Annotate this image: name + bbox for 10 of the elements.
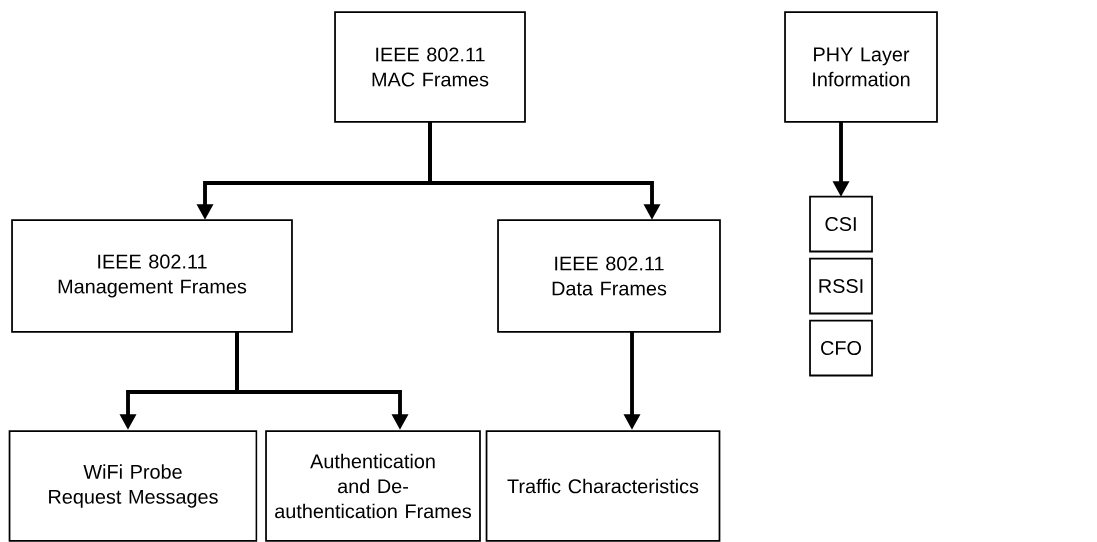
process-box: Authentication and De-authentication Frames [265, 430, 481, 542]
process-box: WiFi Probe Request Messages [8, 430, 258, 542]
process-box: RSSI [809, 257, 873, 315]
process-box: IEEE 802.11 Data Frames [497, 219, 721, 333]
process-box: CFO [809, 319, 873, 377]
process-box: IEEE 802.11 MAC Frames [334, 11, 526, 123]
process-box: PHY Layer Information [784, 11, 938, 123]
process-box: CSI [809, 195, 873, 253]
process-box: IEEE 802.11 Management Frames [11, 219, 293, 333]
process-box: Traffic Characteristics [485, 430, 721, 542]
